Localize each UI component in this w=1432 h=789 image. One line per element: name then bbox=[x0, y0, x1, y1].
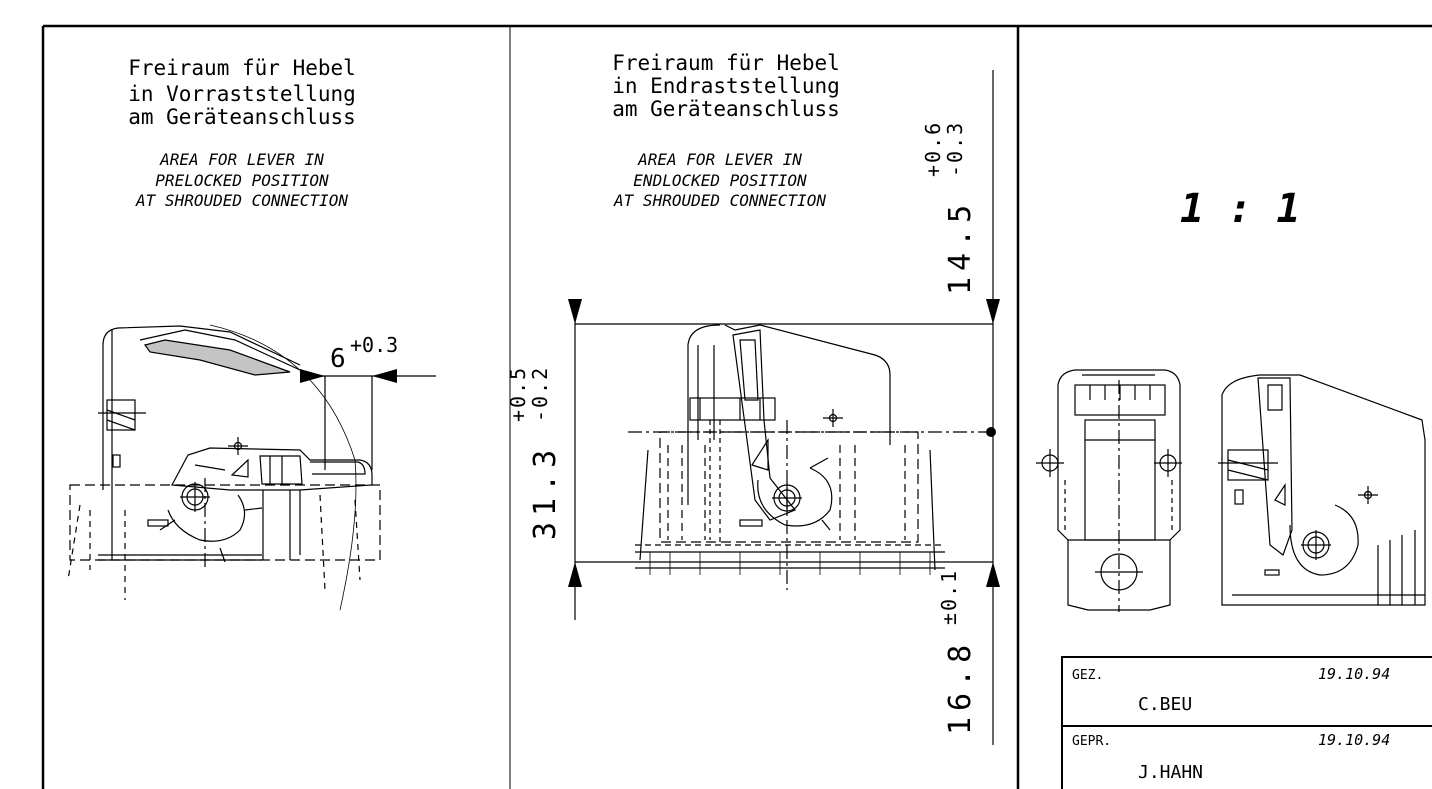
left-english-line3: AT SHROUDED CONNECTION bbox=[135, 191, 348, 210]
drawn-label: GEZ. bbox=[1072, 668, 1103, 683]
lever-endlocked-drawing bbox=[574, 70, 994, 745]
middle-english-line3: AT SHROUDED CONNECTION bbox=[613, 191, 826, 210]
dim-height-value: 31.3 bbox=[528, 444, 563, 540]
dim-bottom-value: 16.8 bbox=[943, 639, 978, 735]
dim-bottom-tol: ±0.1 bbox=[937, 569, 961, 625]
dim-top-tol-minus: -0.3 bbox=[943, 121, 967, 177]
middle-dimension-arrows bbox=[568, 299, 1000, 587]
dim-bottom-group: 16.8 ±0.1 bbox=[937, 569, 978, 735]
left-dim-tolerance: +0.3 bbox=[350, 333, 398, 357]
panel-right: 1 : 1 bbox=[1036, 186, 1432, 789]
middle-german-line2: in Endraststellung bbox=[612, 74, 840, 98]
panel-left: Freiraum für Hebel in Vorraststellung am… bbox=[67, 56, 436, 611]
panel-middle: Freiraum für Hebel in Endraststellung am… bbox=[506, 51, 1000, 745]
left-german-line2: in Vorraststellung bbox=[128, 82, 356, 106]
left-english-line2: PRELOCKED POSITION bbox=[155, 171, 329, 190]
left-dimension-arrows bbox=[300, 369, 397, 383]
dim-top-value: 14.5 bbox=[943, 199, 978, 295]
middle-english-line2: ENDLOCKED POSITION bbox=[633, 171, 807, 190]
middle-german-line1: Freiraum für Hebel bbox=[612, 51, 840, 75]
left-german-line1: Freiraum für Hebel bbox=[128, 56, 356, 80]
checked-name: J.HAHN bbox=[1138, 762, 1203, 783]
connector-side-view bbox=[1218, 374, 1426, 606]
left-dim-value: 6 bbox=[330, 344, 346, 374]
connector-front-view bbox=[1036, 369, 1182, 612]
checked-date: 19.10.94 bbox=[1318, 731, 1390, 749]
drawing-frame bbox=[41, 24, 1432, 789]
title-block bbox=[1061, 656, 1432, 789]
scale-label: 1 : 1 bbox=[1180, 186, 1300, 232]
lever-prelocked-drawing bbox=[67, 324, 436, 611]
dim-top-group: 14.5 +0.6 -0.3 bbox=[921, 121, 978, 295]
left-english-line1: AREA FOR LEVER IN bbox=[159, 150, 324, 169]
dim-top-tol-plus: +0.6 bbox=[921, 121, 945, 177]
drawn-name: C.BEU bbox=[1138, 694, 1192, 715]
left-german-line3: am Geräteanschluss bbox=[128, 105, 356, 129]
middle-german-line3: am Geräteanschluss bbox=[612, 97, 840, 121]
checked-label: GEPR. bbox=[1072, 734, 1111, 749]
dim-height-group: 31.3 +0.5 -0.2 bbox=[506, 366, 563, 540]
dim-height-tol-plus: +0.5 bbox=[506, 366, 530, 422]
drawn-date: 19.10.94 bbox=[1318, 665, 1390, 683]
middle-english-line1: AREA FOR LEVER IN bbox=[637, 150, 802, 169]
dim-height-tol-minus: -0.2 bbox=[528, 366, 552, 422]
